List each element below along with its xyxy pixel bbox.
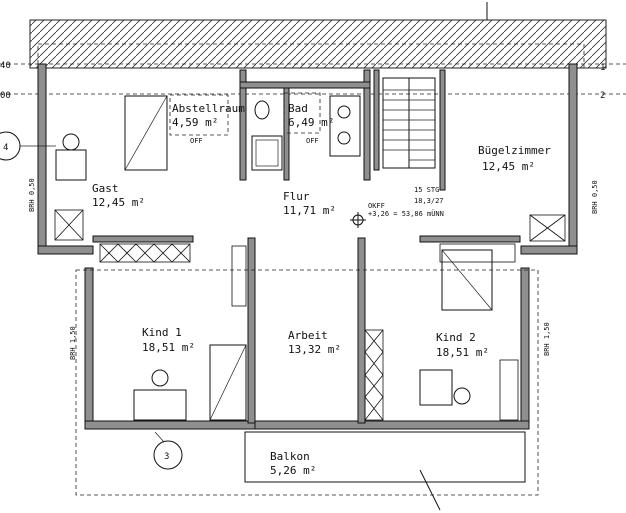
kind1-desk bbox=[133, 389, 187, 421]
abstellraum-box bbox=[169, 94, 229, 136]
kind2-desk bbox=[419, 369, 453, 406]
edge-label-4: 2 bbox=[600, 91, 605, 101]
room-area-bad: 6,49 m² bbox=[288, 116, 334, 129]
buegel-bottom-wall bbox=[520, 245, 578, 255]
brh-right: BRH 0,50 bbox=[591, 180, 599, 214]
room-area-arbeit: 13,32 m² bbox=[288, 343, 341, 356]
room-name-flur: Flur bbox=[283, 190, 310, 203]
right-outer-wall bbox=[568, 63, 578, 255]
balkon-pointer bbox=[419, 469, 441, 511]
room-name-abstellraum: Abstellraum bbox=[172, 102, 245, 115]
gast-wardrobe bbox=[54, 209, 84, 241]
kind2-wardrobe bbox=[499, 359, 519, 421]
core-left-wall bbox=[239, 69, 247, 181]
edge-label-2: 00 bbox=[0, 91, 11, 101]
stair-right-wall bbox=[439, 69, 446, 191]
bottom-wall-right bbox=[254, 420, 530, 430]
room-area-kind1: 18,51 m² bbox=[142, 341, 195, 354]
corridor-wardrobes-left bbox=[99, 243, 191, 263]
edge-label-3: 1 bbox=[600, 63, 605, 73]
kind2-chair-icon bbox=[453, 387, 471, 405]
room-note-bad: OFF bbox=[306, 137, 319, 145]
brh-lower-left: BRH 1,50 bbox=[69, 326, 77, 360]
marker-bottom-circle bbox=[153, 440, 183, 470]
room-area-gast: 12,45 m² bbox=[92, 196, 145, 209]
room-area-flur: 11,71 m² bbox=[283, 204, 336, 217]
gast-bottom-wall bbox=[37, 245, 94, 255]
corridor-wardrobes-right bbox=[439, 243, 516, 263]
roof-inner-dashed bbox=[37, 43, 585, 69]
lower-dashed-perimeter bbox=[75, 269, 539, 496]
level-value: +3,26 = 53,86 mÜNN bbox=[368, 209, 444, 218]
kind2-bed bbox=[441, 249, 493, 311]
room-area-kind2: 18,51 m² bbox=[436, 346, 489, 359]
sink-basin-1-icon bbox=[337, 105, 351, 119]
kind1-left-wall bbox=[84, 267, 94, 429]
flur-bottom-wall-left bbox=[92, 235, 194, 243]
core-top-wall bbox=[239, 81, 371, 89]
arbeit-kind2-wall bbox=[357, 237, 366, 424]
marker-bottom-number: 3 bbox=[164, 452, 169, 462]
room-area-abstellraum: 4,59 m² bbox=[172, 116, 218, 129]
arbeit-wardrobe bbox=[364, 329, 384, 421]
bad-dashed-box bbox=[283, 92, 321, 134]
room-name-kind2: Kind 2 bbox=[436, 331, 476, 344]
gast-bed bbox=[124, 95, 168, 171]
room-area-buegelzimmer: 12,45 m² bbox=[482, 160, 535, 173]
room-area-balkon: 5,26 m² bbox=[270, 464, 316, 477]
toilet-icon bbox=[254, 100, 270, 120]
staircase bbox=[382, 77, 436, 169]
sink-box bbox=[329, 95, 361, 157]
marker-left-number: 4 bbox=[3, 143, 8, 153]
room-name-gast: Gast bbox=[92, 182, 119, 195]
gast-chair-icon bbox=[62, 133, 80, 151]
level-code: OKFF bbox=[368, 202, 385, 210]
brh-lower-right: BRH 1,50 bbox=[543, 322, 551, 356]
room-name-kind1: Kind 1 bbox=[142, 326, 182, 339]
room-name-buegelzimmer: Bügelzimmer bbox=[478, 144, 551, 157]
shower-inner bbox=[255, 139, 279, 167]
sink-basin-2-icon bbox=[337, 131, 351, 145]
core-right-wall bbox=[363, 69, 371, 181]
brh-left: BRH 0,50 bbox=[28, 178, 36, 212]
room-name-arbeit: Arbeit bbox=[288, 329, 328, 342]
kind1-wardrobe bbox=[231, 245, 247, 307]
kind1-bed bbox=[209, 344, 247, 421]
balkon-outline bbox=[244, 431, 526, 483]
room-name-balkon: Balkon bbox=[270, 450, 310, 463]
stair-ratio: 18,3/27 bbox=[414, 197, 444, 205]
room-name-bad: Bad bbox=[288, 102, 308, 115]
stair-left-wall bbox=[373, 69, 380, 171]
bottom-wall-left bbox=[84, 420, 256, 430]
edge-label-1: 40 bbox=[0, 61, 11, 71]
shower bbox=[251, 135, 283, 171]
left-outer-wall bbox=[37, 63, 47, 255]
buegel-wardrobe bbox=[529, 214, 566, 242]
kind1-arbeit-wall bbox=[247, 237, 256, 424]
stair-label: 15 STG bbox=[414, 186, 439, 194]
gast-desk bbox=[55, 149, 87, 181]
kind1-chair-icon bbox=[151, 369, 169, 387]
kind2-right-wall bbox=[520, 267, 530, 429]
flur-bottom-wall-right bbox=[419, 235, 521, 243]
room-note-abstellraum: OFF bbox=[190, 137, 203, 145]
